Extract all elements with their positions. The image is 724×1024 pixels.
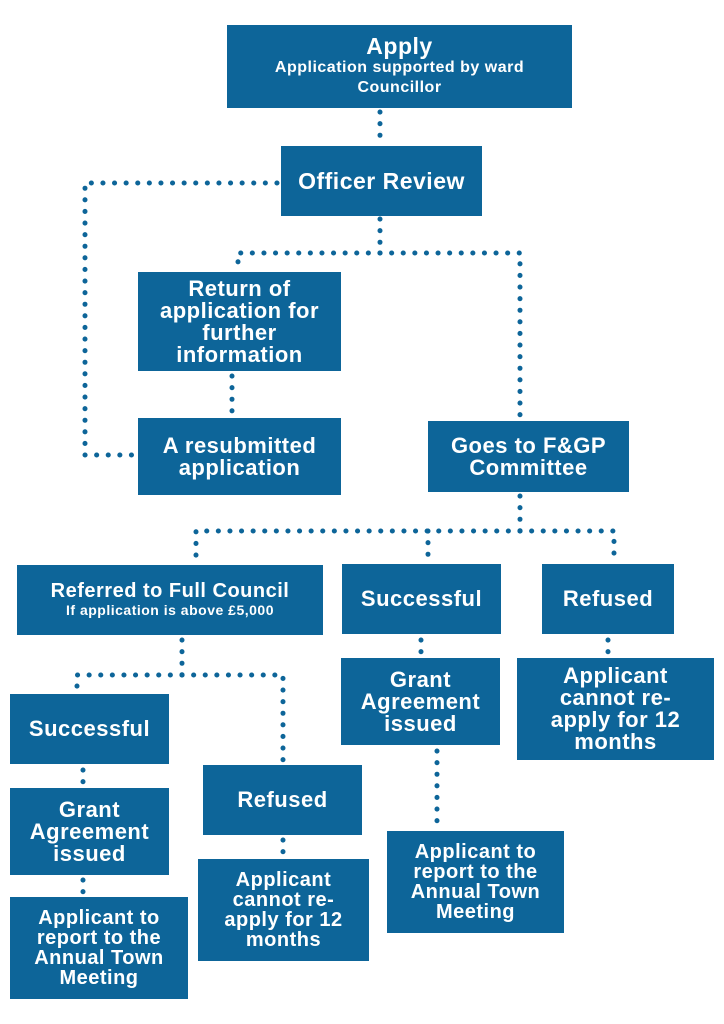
node-fgp-report-title: Applicant to report to the Annual Town M…	[410, 841, 541, 923]
node-referred-subtitle: If application is above £5,000	[66, 602, 274, 618]
connector-branch-council-refused	[179, 672, 286, 763]
node-council-cannot-reapply-title: Applicant cannot re- apply for 12 months	[224, 869, 343, 951]
connector-officer-resubmitted-loop	[82, 180, 280, 458]
node-apply-title: Apply	[366, 33, 433, 59]
node-fgp-committee: Goes to F&GP Committee	[428, 421, 629, 492]
connector-branch-council-successful	[74, 672, 185, 693]
node-return-application: Return of application for further inform…	[138, 272, 341, 371]
node-council-refused: Refused	[203, 765, 362, 835]
node-fgp-successful-title: Successful	[360, 586, 483, 611]
node-council-successful: Successful	[10, 694, 169, 764]
node-fgp-refused-title: Refused	[562, 586, 654, 611]
connector-branch-fgp	[377, 250, 523, 419]
node-officer-review-title: Officer Review	[298, 167, 465, 194]
node-resubmitted-application: A resubmitted application	[138, 418, 341, 495]
node-officer-review: Officer Review	[281, 146, 482, 216]
connector-branch-referred	[193, 528, 523, 563]
connector-branch-return	[235, 250, 383, 271]
node-council-successful-title: Successful	[28, 716, 151, 741]
node-fgp-grant-agreement: Grant Agreement issued	[341, 658, 500, 745]
node-council-report-title: Applicant to report to the Annual Town M…	[34, 907, 164, 989]
node-return-application-title: Return of application for further inform…	[159, 275, 320, 367]
node-fgp-successful: Successful	[342, 564, 501, 634]
node-fgp-report-town-meeting: Applicant to report to the Annual Town M…	[387, 831, 564, 933]
node-fgp-grant-title: Grant Agreement issued	[360, 666, 481, 736]
node-council-refused-title: Refused	[237, 787, 328, 812]
node-fgp-cannot-reapply-title: Applicant cannot re- apply for 12 months	[550, 663, 681, 754]
node-fgp-cannot-reapply: Applicant cannot re- apply for 12 months	[517, 658, 714, 760]
node-council-grant-agreement: Grant Agreement issued	[10, 788, 169, 875]
node-council-grant-title: Grant Agreement issued	[29, 796, 150, 866]
node-resubmitted-title: A resubmitted application	[162, 432, 317, 480]
node-referred-full-council: Referred to Full Council If application …	[17, 565, 323, 635]
node-apply-subtitle: Application supported by ward Councillor	[274, 59, 525, 96]
connector-branch-fgp-refused	[517, 528, 617, 563]
node-fgp-committee-title: Goes to F&GP Committee	[450, 432, 607, 480]
node-council-cannot-reapply: Applicant cannot re- apply for 12 months	[198, 859, 369, 961]
node-apply: Apply Application supported by ward Coun…	[227, 25, 572, 108]
node-referred-title: Referred to Full Council	[50, 580, 290, 602]
node-fgp-refused: Refused	[542, 564, 674, 634]
node-council-report-town-meeting: Applicant to report to the Annual Town M…	[10, 897, 188, 999]
